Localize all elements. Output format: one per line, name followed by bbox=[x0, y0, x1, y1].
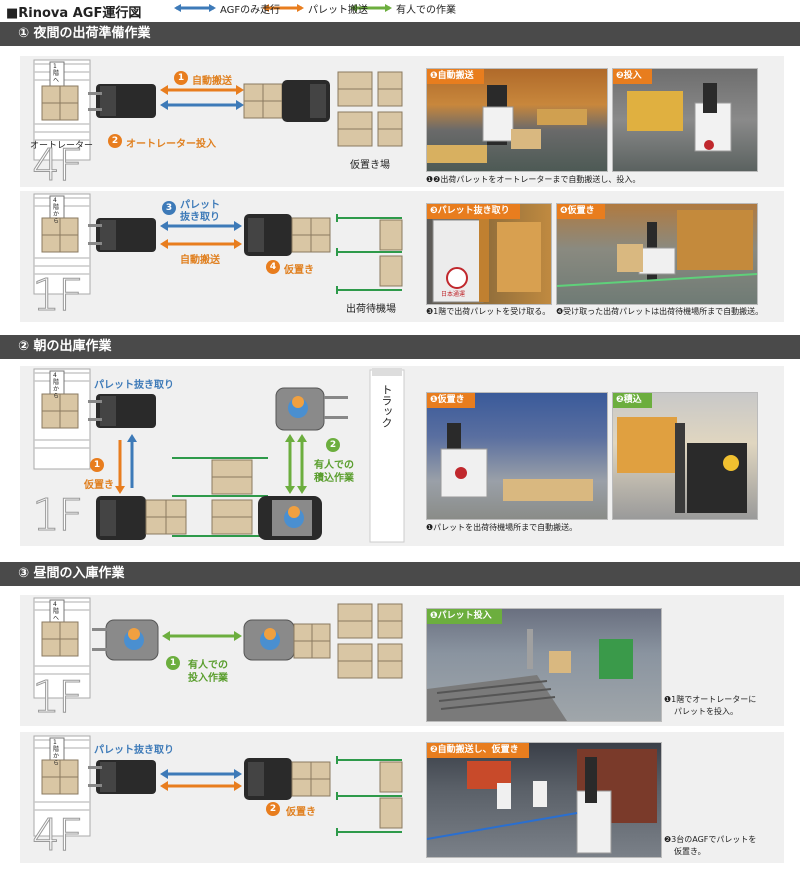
photo-tag: ❶パレット投入 bbox=[427, 609, 502, 624]
truck-logo: 日本通運 bbox=[441, 290, 465, 298]
photo-loading: ❷積込 bbox=[612, 392, 758, 520]
photo-tag: ❹仮置き bbox=[557, 204, 605, 219]
lift-direction-label: 1階へ bbox=[53, 63, 60, 84]
photo-tag: ❶仮置き bbox=[427, 393, 475, 408]
legend-agf-only: AGFのみ走行 bbox=[220, 5, 281, 16]
photo-auto-transport: ❶自動搬送 bbox=[426, 68, 608, 172]
photo-temp-placement: ❹仮置き bbox=[556, 203, 758, 305]
photo-pallet-pickup: 日本通運 ❸パレット抜き取り bbox=[426, 203, 552, 305]
step-1-label-line2: 投入作業 bbox=[188, 673, 228, 684]
step-2-label: 仮置き bbox=[286, 807, 316, 818]
step-3-badge: 3 bbox=[162, 201, 176, 215]
step-2-badge: 2 bbox=[266, 802, 280, 816]
floor-label-4f: 4F bbox=[31, 810, 83, 862]
photo-auto-transport-placement: ❷自動搬送し、仮置き bbox=[426, 742, 662, 858]
step-2-label-line1: 有人での bbox=[314, 460, 354, 471]
photo-caption-line2: パレットを投入。 bbox=[674, 707, 738, 716]
storage-area-label: 仮置き場 bbox=[350, 160, 390, 171]
step-1-label: 自動搬送 bbox=[192, 76, 232, 87]
photo-tag: ❷積込 bbox=[613, 393, 652, 408]
lift-direction-label: 4階から bbox=[53, 197, 60, 225]
legend-arrows bbox=[174, 4, 392, 12]
photo-caption-line1: ❶1階でオートレーターに bbox=[664, 695, 757, 704]
floor-label-1f: 1F bbox=[31, 490, 83, 542]
photo-tag: ❶自動搬送 bbox=[427, 69, 484, 84]
step-2-badge: 2 bbox=[108, 134, 122, 148]
lift-direction-label: 1階から bbox=[53, 739, 60, 767]
photo-caption-line2: 仮置き。 bbox=[674, 847, 706, 856]
photo-pallet-insert: ❶パレット投入 bbox=[426, 608, 662, 722]
section-1-title: ① 夜間の出荷準備作業 bbox=[0, 22, 800, 46]
auto-transport-label: 自動搬送 bbox=[180, 255, 220, 266]
staging-area-label: 出荷待機場 bbox=[346, 304, 396, 315]
section-2-title: ② 朝の出庫作業 bbox=[0, 335, 800, 359]
photo-tag: ❷投入 bbox=[613, 69, 652, 84]
lift-direction-label: 4階から bbox=[53, 372, 60, 400]
step-1-badge: 1 bbox=[166, 656, 180, 670]
floor-label-1f: 1F bbox=[31, 672, 83, 724]
lift-direction-label: 4階へ bbox=[53, 601, 60, 622]
photo-tag: ❸パレット抜き取り bbox=[427, 204, 520, 219]
autorator-label: オートレーター bbox=[30, 141, 94, 151]
step-3-label-line1: パレット bbox=[180, 200, 220, 211]
photo-caption: ❶❷出荷パレットをオートレーターまで自動搬送し、投入。 bbox=[426, 175, 641, 184]
step-1-label: 仮置き bbox=[84, 480, 114, 491]
step-1-badge: 1 bbox=[90, 458, 104, 472]
floor-label-4f: 4F bbox=[31, 140, 83, 192]
section-3-title: ③ 昼間の入庫作業 bbox=[0, 562, 800, 586]
photo-caption-3: ❸1階で出荷パレットを受け取る。 bbox=[426, 307, 551, 316]
photo-tag: ❷自動搬送し、仮置き bbox=[427, 743, 529, 758]
step-2-label-line2: 積込作業 bbox=[314, 473, 354, 484]
truck-label: トラック bbox=[380, 384, 393, 428]
step-2-label: オートレーター投入 bbox=[126, 139, 216, 150]
step-1-badge: 1 bbox=[174, 71, 188, 85]
step-1-label-line1: 有人での bbox=[188, 660, 228, 671]
step-2-badge: 2 bbox=[326, 438, 340, 452]
photo-temp-placement: ❶仮置き bbox=[426, 392, 608, 520]
photo-caption-line1: ❷3台のAGFでパレットを bbox=[664, 835, 757, 844]
step-3-label-line2: 抜き取り bbox=[180, 212, 220, 223]
photo-insert: ❷投入 bbox=[612, 68, 758, 172]
legend-manned-work: 有人での作業 bbox=[396, 5, 456, 16]
pallet-pickup-label: パレット抜き取り bbox=[94, 380, 174, 391]
floor-label-1f: 1F bbox=[31, 270, 83, 322]
photo-caption-4: ❹受け取った出荷パレットは出荷待機場所まで自動搬送。 bbox=[556, 307, 764, 316]
photo-caption: ❶パレットを出荷待機場所まで自動搬送。 bbox=[426, 523, 578, 532]
pallet-pickup-label: パレット抜き取り bbox=[94, 745, 174, 756]
page-title: ■Rinova AGF運行図 bbox=[6, 6, 142, 21]
legend-pallet-transport: パレット搬送 bbox=[308, 5, 368, 16]
step-4-badge: 4 bbox=[266, 260, 280, 274]
step-4-label: 仮置き bbox=[284, 265, 314, 276]
